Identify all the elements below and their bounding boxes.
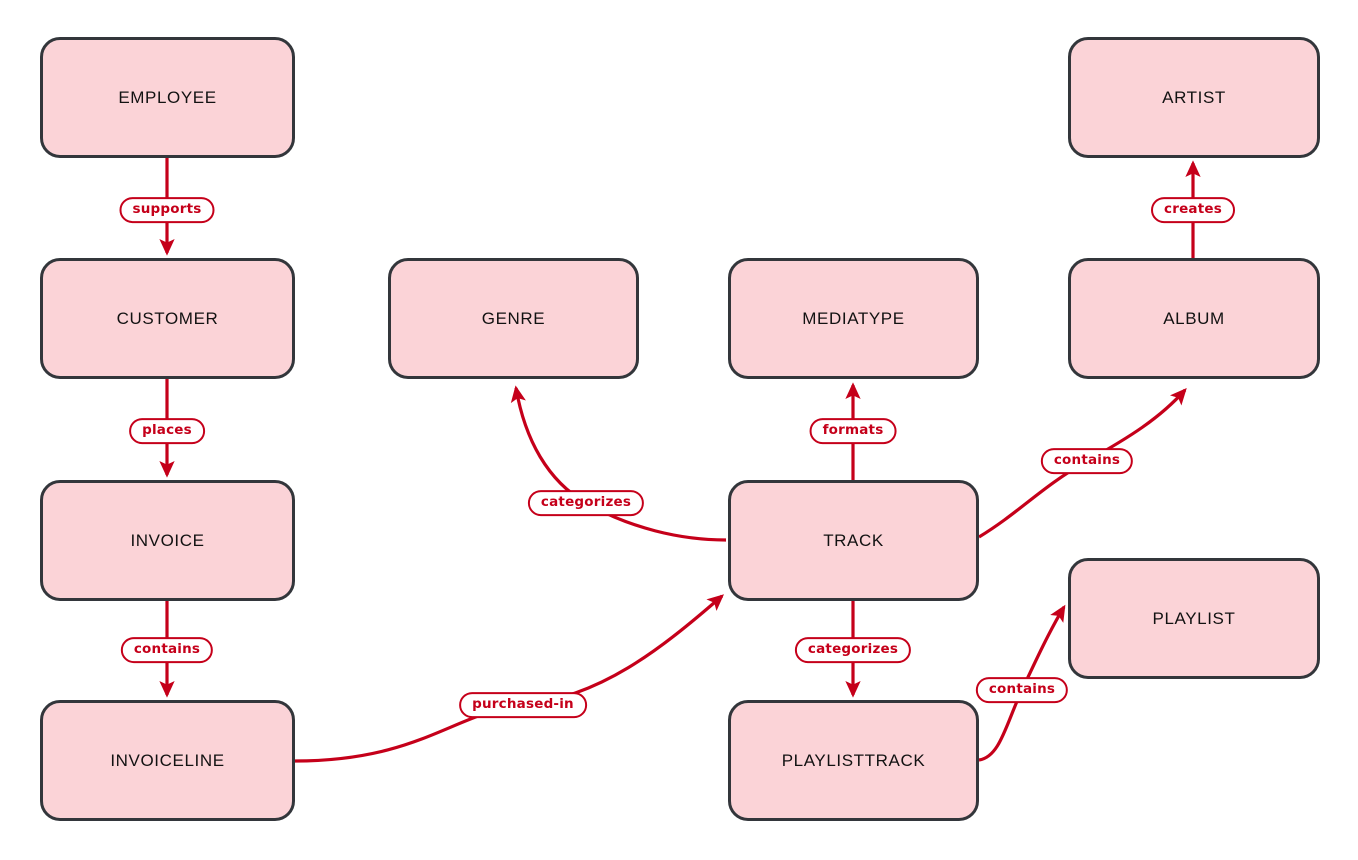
edge-label-contains-invoice[interactable]: contains (120, 637, 214, 663)
node-track[interactable]: TRACK (728, 480, 979, 601)
edge-label-creates[interactable]: creates (1151, 197, 1235, 223)
edge-label-contains-playlist[interactable]: contains (975, 677, 1069, 703)
node-label-invoiceline: INVOICELINE (110, 750, 225, 770)
node-playlist[interactable]: PLAYLIST (1068, 558, 1320, 679)
edge-track-genre (510, 385, 727, 542)
node-label-artist: ARTIST (1162, 87, 1226, 107)
node-label-invoice: INVOICE (130, 530, 205, 550)
node-label-mediatype: MEDIATYPE (802, 308, 905, 328)
node-genre[interactable]: GENRE (388, 258, 639, 379)
edge-label-places[interactable]: places (129, 418, 205, 444)
node-employee[interactable]: EMPLOYEE (40, 37, 295, 158)
node-invoiceline[interactable]: INVOICELINE (40, 700, 295, 821)
node-label-album: ALBUM (1163, 308, 1225, 328)
node-label-playlisttrack: PLAYLISTTRACK (781, 750, 926, 770)
node-album[interactable]: ALBUM (1068, 258, 1320, 379)
edge-label-contains-album[interactable]: contains (1040, 448, 1134, 474)
edge-label-categorizes-genre[interactable]: categorizes (527, 490, 645, 516)
node-label-customer: CUSTOMER (116, 308, 219, 328)
node-label-playlist: PLAYLIST (1152, 608, 1236, 628)
node-artist[interactable]: ARTIST (1068, 37, 1320, 158)
node-label-track: TRACK (823, 530, 884, 550)
node-playlisttrack[interactable]: PLAYLISTTRACK (728, 700, 979, 821)
node-customer[interactable]: CUSTOMER (40, 258, 295, 379)
node-invoice[interactable]: INVOICE (40, 480, 295, 601)
edge-label-categorizes-playlisttrack[interactable]: categorizes (794, 637, 912, 663)
node-mediatype[interactable]: MEDIATYPE (728, 258, 979, 379)
edge-label-supports[interactable]: supports (119, 197, 215, 223)
node-label-employee: EMPLOYEE (118, 87, 217, 107)
edge-label-purchased-in[interactable]: purchased-in (459, 692, 587, 718)
edge-label-formats[interactable]: formats (809, 418, 897, 444)
node-label-genre: GENRE (481, 308, 546, 328)
edge-invoiceline-track (294, 594, 725, 763)
